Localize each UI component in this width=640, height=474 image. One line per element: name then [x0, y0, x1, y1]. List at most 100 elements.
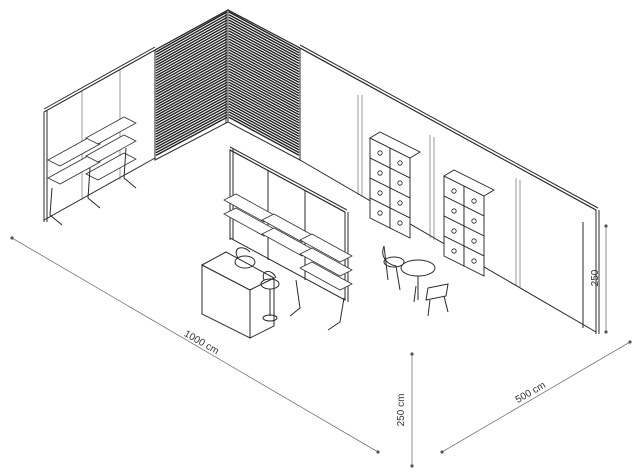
counter-desk: [200, 251, 276, 339]
cube-knob: [471, 218, 477, 224]
slat: [155, 51, 228, 93]
slat: [155, 22, 228, 64]
slat: [155, 24, 228, 66]
slat: [228, 49, 300, 89]
slat: [155, 41, 228, 82]
slat: [228, 103, 300, 143]
slat: [228, 95, 300, 135]
slat: [155, 116, 228, 156]
cube-knob: [397, 200, 403, 206]
cube-knob: [471, 238, 477, 244]
dimension-height-front-label: 250 cm: [396, 394, 407, 427]
cube-top: [443, 169, 495, 197]
slat: [155, 86, 228, 127]
slat: [155, 49, 228, 90]
cube-knob: [451, 208, 457, 214]
slat: [228, 108, 300, 148]
slat: [228, 27, 300, 67]
slats-left: [155, 11, 228, 156]
slat: [155, 38, 228, 80]
slat: [228, 62, 300, 102]
slat: [155, 30, 228, 72]
slat: [155, 11, 228, 53]
slat: [228, 32, 300, 73]
slat: [228, 70, 300, 111]
slat: [228, 22, 300, 62]
cube-top: [369, 131, 421, 159]
slat: [155, 108, 228, 149]
slat: [155, 78, 228, 119]
slats-right: [228, 11, 300, 156]
left-wall-shelves: [47, 116, 137, 226]
slat: [155, 84, 228, 125]
slat: [155, 19, 228, 61]
slat: [228, 51, 300, 92]
dimension-height-side: 250: [590, 224, 608, 334]
cube-knob: [451, 248, 457, 254]
slat: [155, 14, 228, 56]
slat: [155, 103, 228, 143]
slat: [228, 30, 300, 70]
slat: [155, 35, 228, 77]
slat: [228, 86, 300, 127]
slat: [155, 65, 228, 106]
slat: [228, 113, 300, 154]
slatted-wall: [154, 9, 301, 161]
slat: [228, 11, 300, 51]
slat: [155, 81, 228, 122]
cafe-table-set: [382, 245, 449, 317]
slat: [228, 68, 300, 108]
cube-knob: [397, 220, 403, 226]
dimension-height-front: 250 cm: [396, 352, 414, 468]
slat: [155, 32, 228, 74]
slat: [155, 62, 228, 103]
slat: [228, 16, 300, 57]
slat: [155, 73, 228, 114]
slat: [155, 16, 228, 58]
slat: [228, 76, 300, 116]
slat: [228, 35, 300, 75]
slat: [155, 27, 228, 69]
slat: [228, 105, 300, 146]
slat: [228, 43, 300, 84]
slat: [228, 19, 300, 59]
cube-knob: [397, 180, 403, 186]
dimension-height-side-label: 250: [590, 269, 601, 286]
slat: [228, 38, 300, 78]
slat: [228, 97, 300, 138]
slat: [155, 95, 228, 135]
slat: [155, 105, 228, 146]
cube-knob: [397, 160, 403, 166]
slat: [155, 113, 228, 154]
slat: [228, 54, 300, 94]
slat: [155, 76, 228, 117]
cube-shelf-left: [369, 131, 421, 239]
slat: [155, 46, 228, 88]
slat: [155, 97, 228, 138]
slat: [228, 41, 300, 81]
slat: [228, 116, 300, 156]
slat: [155, 68, 228, 109]
slat: [228, 81, 300, 121]
slat: [228, 46, 300, 86]
slat: [228, 73, 300, 113]
slat: [228, 111, 300, 151]
dimension-length-label: 1000 cm: [182, 328, 221, 357]
slat: [228, 24, 300, 65]
cube-knob: [377, 190, 383, 196]
slat: [228, 92, 300, 132]
slat: [228, 78, 300, 119]
slat: [155, 100, 228, 141]
cube-cell: [389, 207, 411, 239]
central-display-wall: [223, 146, 353, 331]
slat: [155, 111, 228, 151]
slat: [155, 70, 228, 111]
slat: [155, 89, 228, 130]
cube-knob: [451, 188, 457, 194]
slat: [228, 100, 300, 140]
bar-stools: [234, 247, 280, 322]
cube-knob: [451, 228, 457, 234]
slat: [228, 59, 300, 100]
slat: [155, 43, 228, 85]
